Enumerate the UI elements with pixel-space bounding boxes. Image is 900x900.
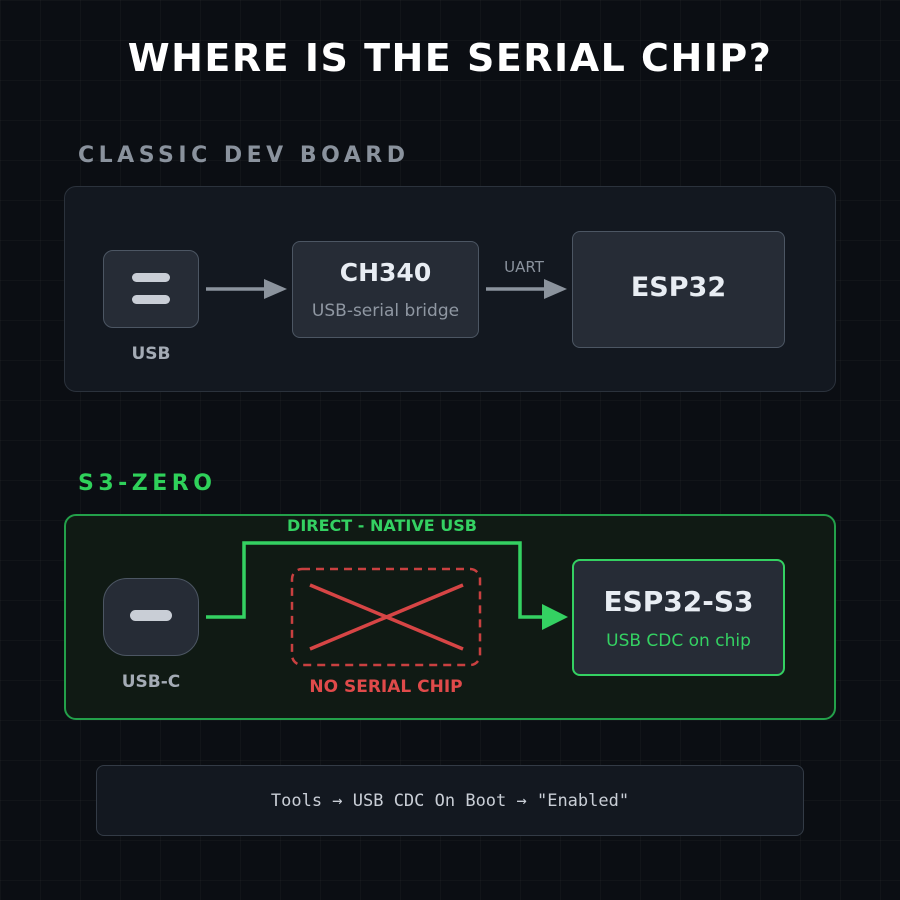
classic-section-label: CLASSIC DEV BOARD [78,143,410,168]
ch340-to-esp32-arrowhead [544,279,567,299]
esp32-title: ESP32 [630,272,727,303]
usb-c-port-icon [103,578,199,656]
usb-label: USB [131,344,171,364]
esp32-s3-title: ESP32-S3 [603,585,754,618]
ch340-bridge-box: CH340 USB-serial bridge [292,241,479,338]
no-serial-chip-label: NO SERIAL CHIP [309,677,463,697]
page-title: WHERE IS THE SERIAL CHIP? [127,36,773,80]
s3-section-label: S3-ZERO [78,471,217,496]
usb-pin-top [132,273,170,282]
usb-port-icon [103,250,199,328]
uart-label: UART [504,258,544,276]
ch340-title: CH340 [339,258,432,287]
usb-cdc-instruction-box: Tools → USB CDC On Boot → "Enabled" [96,765,804,836]
esp32-box: ESP32 [572,231,785,348]
direct-native-usb-label: DIRECT - NATIVE USB [287,516,477,535]
usb-pin-bottom [132,295,170,304]
missing-chip-placeholder [290,567,482,667]
usb-to-ch340-arrowhead [264,279,287,299]
ch340-subtitle: USB-serial bridge [311,301,460,321]
direct-usb-path [206,541,544,619]
esp32-s3-subtitle: USB CDC on chip [606,631,751,651]
direct-usb-arrowhead [542,604,568,630]
usb-c-label: USB-C [121,672,181,692]
usb-cdc-instruction-text: Tools → USB CDC On Boot → "Enabled" [270,791,630,811]
cross-icon [309,583,464,651]
esp32-s3-box: ESP32-S3 USB CDC on chip [572,559,785,676]
usb-c-pin [130,610,172,621]
